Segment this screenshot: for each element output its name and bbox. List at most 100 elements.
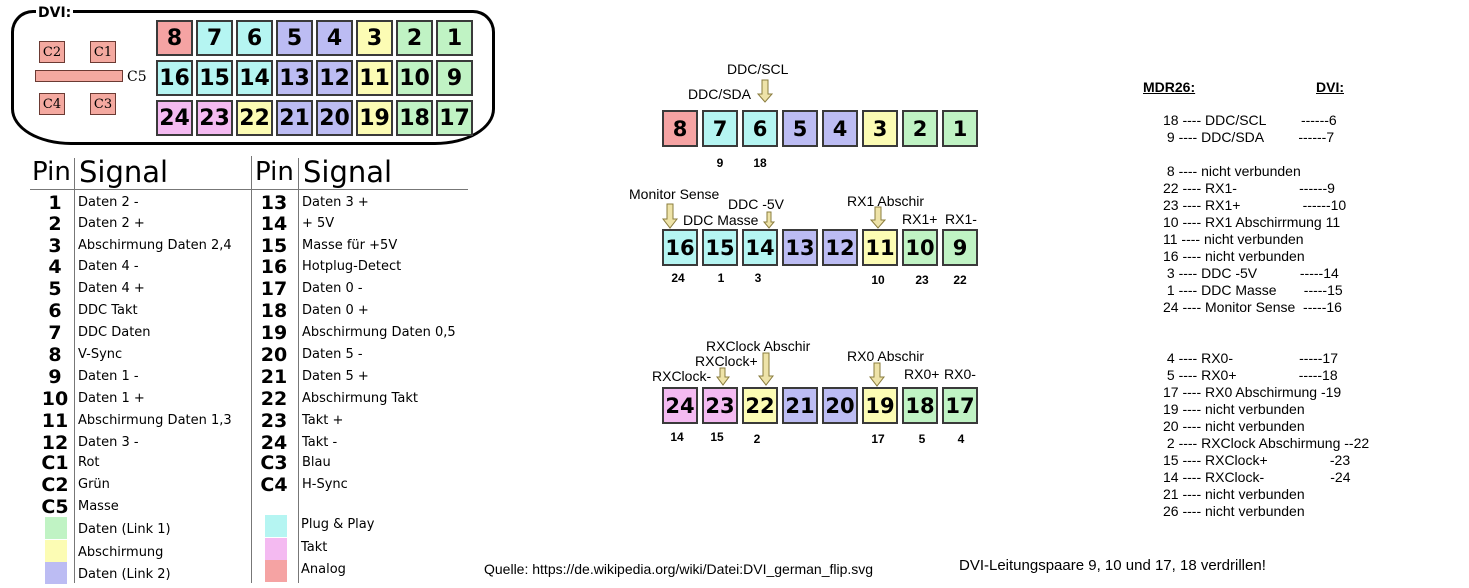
connector-pin-21: 21	[276, 100, 313, 136]
diagram-pin-2: 2	[902, 110, 938, 147]
pin-signal: Grün	[78, 477, 110, 492]
pin-signal: Masse für +5V	[302, 238, 398, 253]
arrow-down-icon	[716, 367, 730, 386]
pin-signal: Daten 3 +	[302, 195, 369, 210]
diagram-pin-9: 9	[942, 229, 978, 266]
connector-pin-3: 3	[356, 20, 393, 56]
pin-signal: Daten 2 +	[78, 216, 145, 231]
connector-pin-18: 18	[396, 100, 433, 136]
legend-swatch	[45, 540, 67, 562]
connector-pin-6: 6	[236, 20, 273, 56]
pin-signal: Takt -	[302, 435, 338, 450]
diagram-pin-1: 1	[942, 110, 978, 147]
c5-pin	[35, 70, 123, 82]
mapping-line: 17 ---- RX0 Abschirmung -19	[1163, 384, 1342, 400]
pin-signal: Abschirmung Daten 2,4	[78, 238, 232, 253]
pin-signal: Daten 1 -	[78, 369, 139, 384]
mapping-line: 16 ---- nicht verbunden	[1163, 248, 1305, 264]
label-ddc-masse: DDC Masse	[683, 212, 759, 228]
pin-signal: V-Sync	[78, 347, 123, 362]
pin-number: 9	[48, 366, 62, 388]
diagram-pin-23: 23	[702, 387, 738, 424]
label-rx1-minus: RX1-	[945, 211, 977, 227]
pin-number: 15	[260, 235, 288, 257]
c2-pin: C2	[39, 41, 65, 63]
diagram-pin-10: 10	[902, 229, 938, 266]
legend-swatch	[265, 538, 287, 560]
diagram-pin-19: 19	[862, 387, 898, 424]
mdr-pin-label: 14	[670, 430, 684, 444]
connector-pin-9: 9	[436, 60, 473, 96]
legend-label: Takt	[301, 540, 328, 555]
pin-number: C1	[41, 452, 69, 474]
table-divider	[74, 158, 75, 583]
pin-signal: Daten 3 -	[78, 435, 139, 450]
pin-number: 7	[48, 322, 62, 344]
pin-number: 1	[48, 192, 62, 214]
mapping-line: 10 ---- RX1 Abschirrmung 11	[1163, 214, 1341, 230]
header-signal-left: Signal	[79, 155, 169, 189]
diagram-pin-16: 16	[662, 229, 698, 266]
diagram-pin-24: 24	[662, 387, 698, 424]
diagram-pin-4: 4	[822, 110, 858, 147]
mdr-pin-label: 17	[871, 432, 885, 446]
diagram-pin-22: 22	[742, 387, 778, 424]
source-note: Quelle: https://de.wikipedia.org/wiki/Da…	[484, 561, 874, 577]
mdr-pin-label: 3	[754, 271, 762, 285]
mdr-pin-label: 2	[753, 432, 761, 446]
mapping-line: 21 ---- nicht verbunden	[1163, 486, 1305, 502]
twist-note: DVI-Leitungspaare 9, 10 und 17, 18 verdr…	[959, 557, 1266, 574]
label-rxclock-abschir: RXClock Abschir	[706, 338, 811, 354]
connector-pin-13: 13	[276, 60, 313, 96]
mapping-line: 15 ---- RXClock+ -23	[1163, 452, 1351, 468]
legend-swatch	[265, 515, 287, 537]
label-rx1-plus: RX1+	[902, 211, 938, 227]
diagram-pin-5: 5	[782, 110, 818, 147]
mapping-line: 22 ---- RX1- ------9	[1163, 180, 1335, 196]
connector-pin-15: 15	[196, 60, 233, 96]
c3-pin: C3	[90, 93, 116, 115]
dvi-header: DVI:	[1316, 79, 1344, 95]
pin-signal: Hotplug-Detect	[302, 259, 402, 274]
dvi-connector-outline	[11, 10, 495, 145]
mdr26-header: MDR26:	[1143, 79, 1196, 95]
label-ddc-sda: DDC/SDA	[688, 86, 752, 102]
pin-number: C3	[260, 452, 288, 474]
mdr-pin-label: 24	[671, 271, 685, 285]
header-pin-left: Pin	[32, 157, 71, 187]
mapping-line: 8 ---- nicht verbunden	[1163, 163, 1301, 179]
label-rxclock-minus: RXClock-	[652, 368, 712, 384]
mdr-pin-label: 15	[710, 430, 724, 444]
c1-pin: C1	[90, 41, 116, 63]
diagram-pin-8: 8	[662, 110, 698, 147]
legend-swatch	[45, 562, 67, 584]
label-monitor-sense: Monitor Sense	[629, 186, 720, 202]
pin-signal: Daten 2 -	[78, 195, 139, 210]
connector-pin-7: 7	[196, 20, 233, 56]
diagram-pin-17: 17	[942, 387, 978, 424]
diagram-pin-7: 7	[702, 110, 738, 147]
pin-signal: Masse	[78, 499, 119, 514]
connector-pin-16: 16	[156, 60, 193, 96]
pin-number: 24	[260, 432, 288, 454]
arrow-down-icon	[869, 206, 887, 229]
mapping-line: 24 ---- Monitor Sense -----16	[1163, 299, 1342, 315]
legend-label: Daten (Link 2)	[78, 567, 171, 582]
diagram-pin-12: 12	[822, 229, 858, 266]
mdr-pin-label: 23	[915, 273, 929, 287]
label-rxclock-plus: RXClock+	[695, 353, 758, 369]
label-rx0-plus: RX0+	[904, 366, 940, 382]
header-pin-right: Pin	[255, 157, 294, 187]
mapping-line: 19 ---- nicht verbunden	[1163, 401, 1305, 417]
pin-number: 17	[260, 278, 288, 300]
legend-label: Plug & Play	[301, 517, 375, 532]
diagram-pin-11: 11	[862, 229, 898, 266]
pin-number: C5	[41, 496, 69, 518]
pin-signal: + 5V	[302, 216, 335, 231]
mapping-line: 11 ---- nicht verbunden	[1163, 231, 1304, 247]
pin-number: 12	[41, 432, 69, 454]
label-rx0-abschir: RX0 Abschir	[847, 348, 925, 364]
connector-pin-20: 20	[316, 100, 353, 136]
connector-pin-12: 12	[316, 60, 353, 96]
pin-number: C4	[260, 474, 288, 496]
